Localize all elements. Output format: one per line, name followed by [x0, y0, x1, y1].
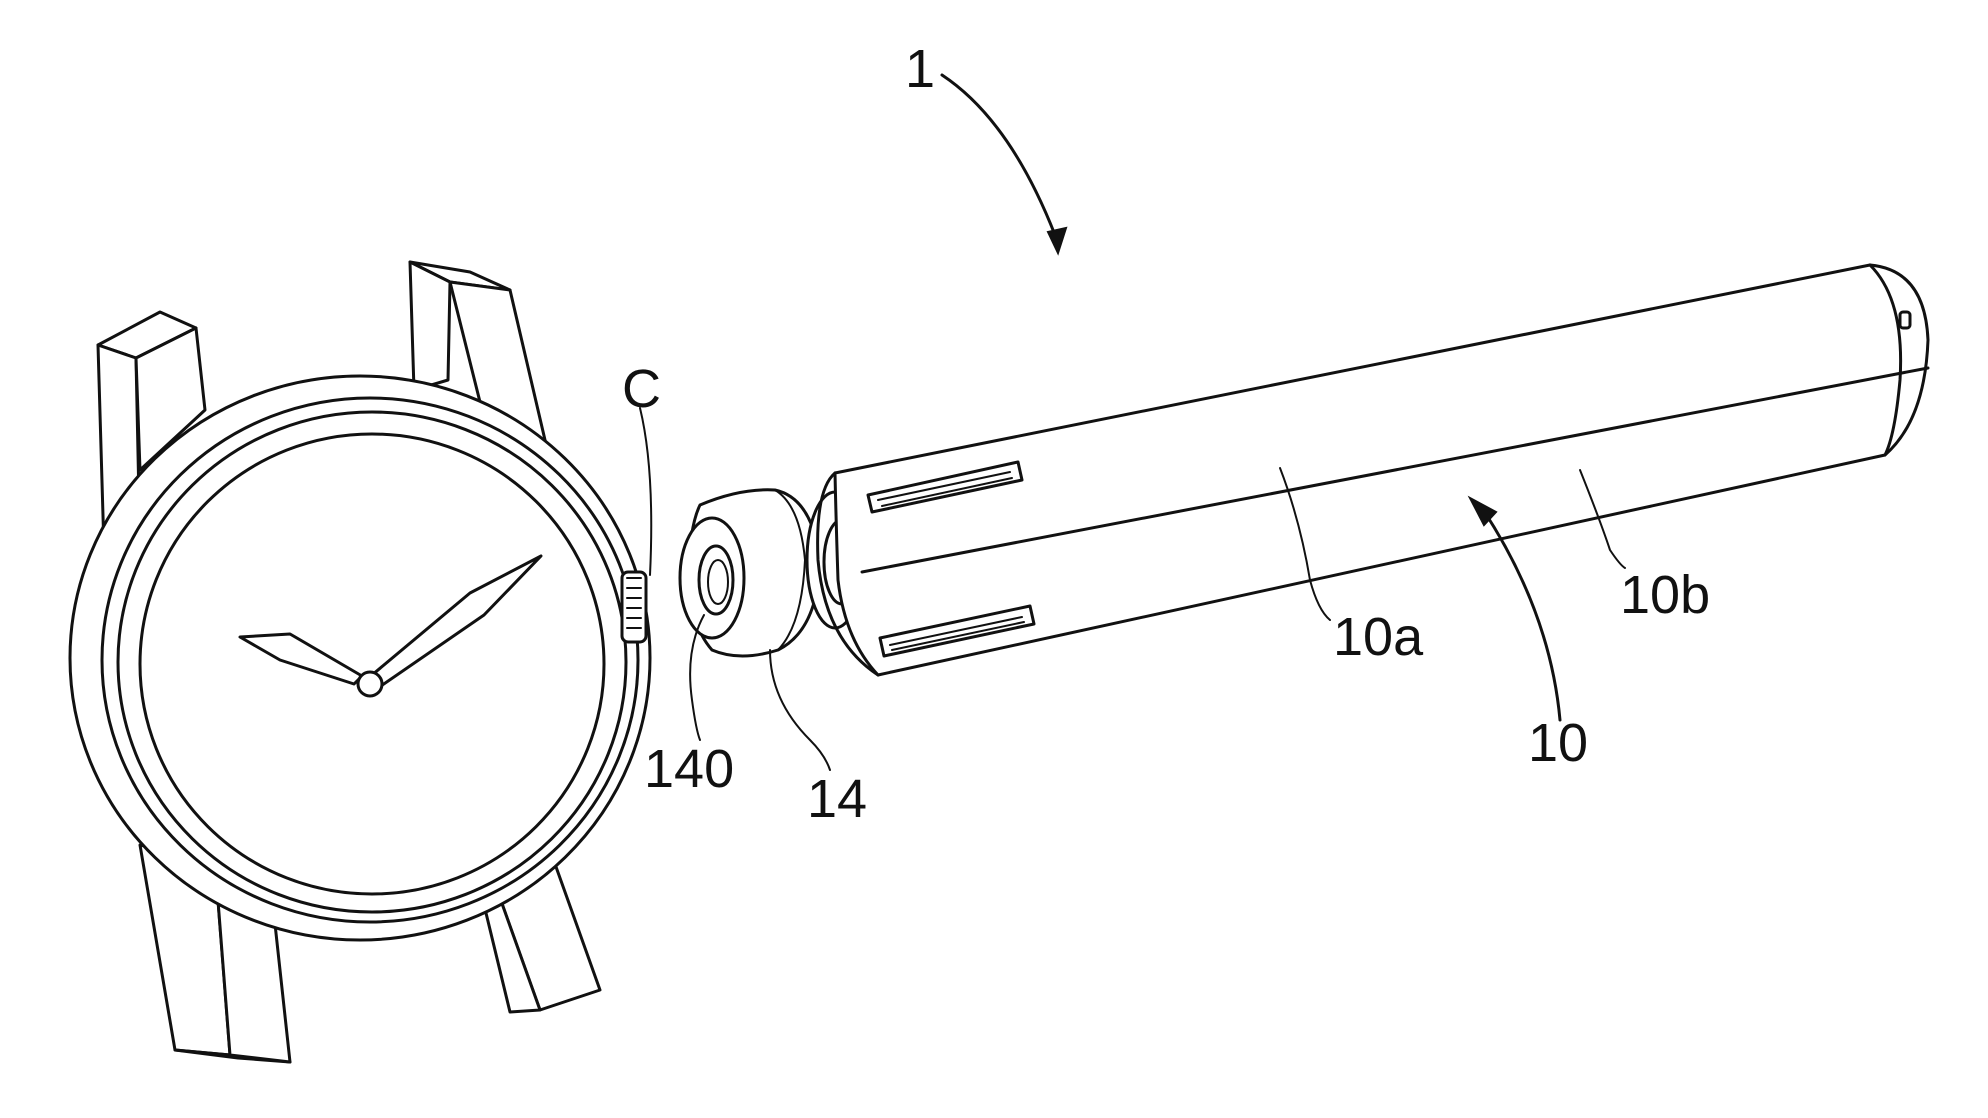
label-assembly: 1	[905, 42, 935, 96]
label-tool: 10	[1528, 716, 1588, 770]
label-tool-first-part: 10a	[1333, 610, 1423, 664]
leader-14	[770, 650, 830, 770]
watch	[70, 262, 650, 1062]
crown	[622, 572, 646, 642]
leader-assembly	[942, 75, 1055, 235]
cap	[680, 490, 820, 656]
label-crown: C	[622, 362, 661, 416]
watch-dial	[140, 434, 604, 894]
label-cap: 14	[807, 772, 867, 826]
hand-pivot	[358, 672, 382, 696]
label-tool-second-part: 10b	[1620, 568, 1710, 622]
label-cap-recess: 140	[644, 742, 734, 796]
leader-crown	[640, 408, 651, 575]
arrowhead-assembly	[1048, 228, 1066, 253]
